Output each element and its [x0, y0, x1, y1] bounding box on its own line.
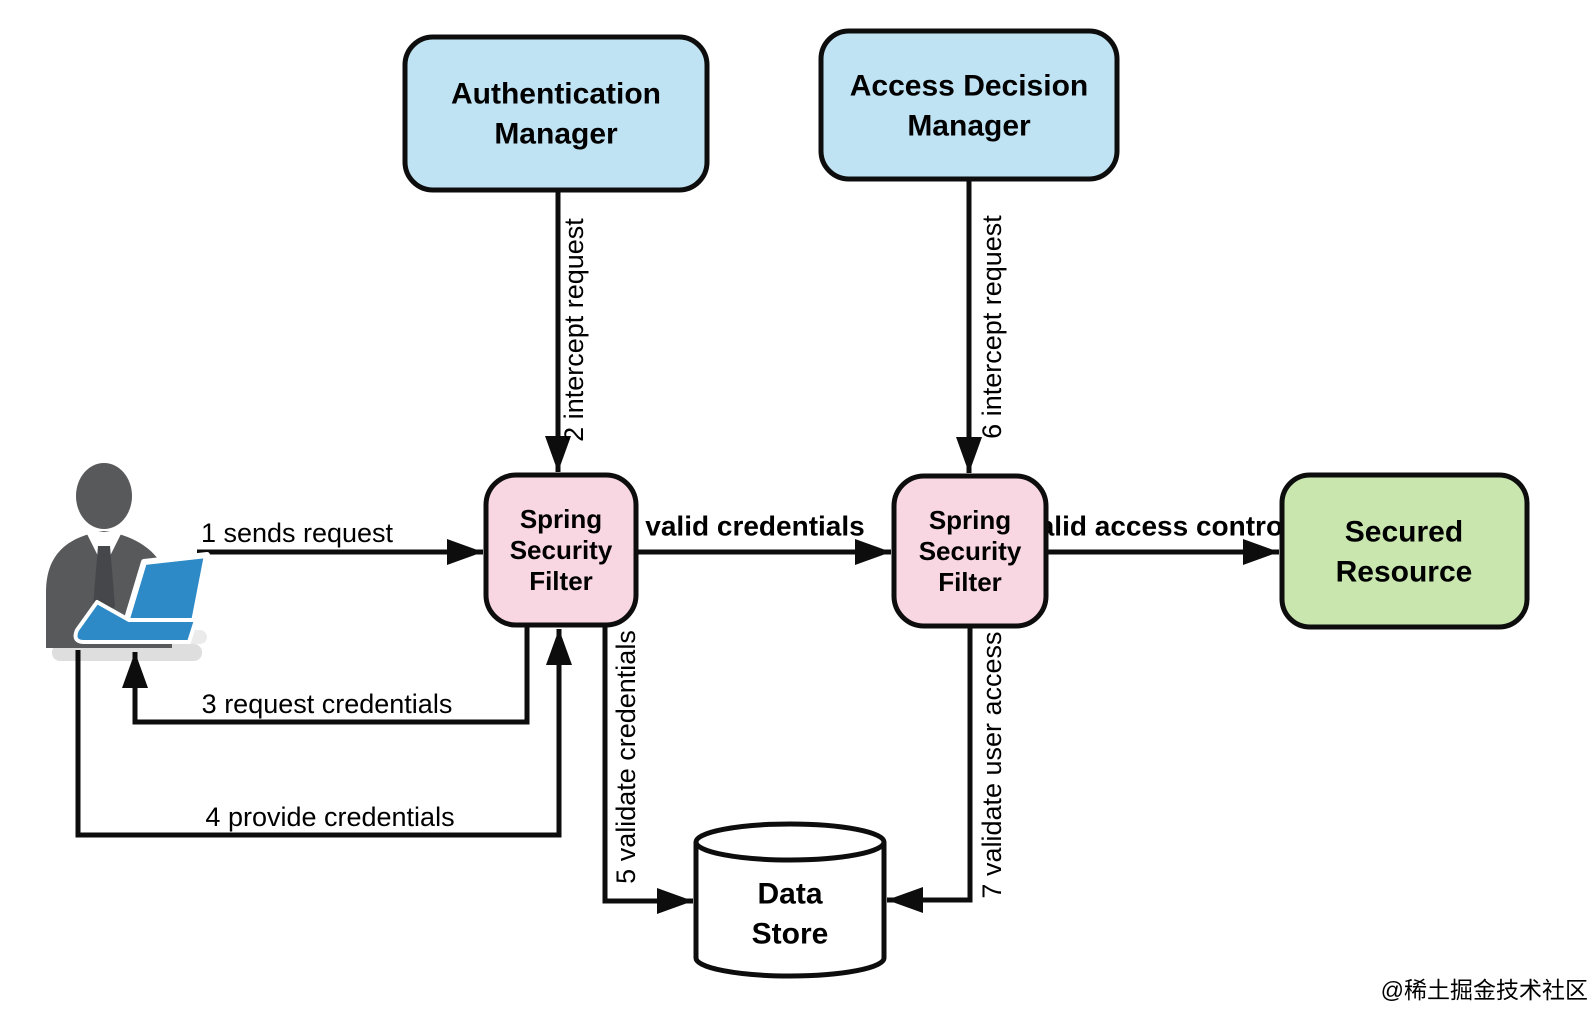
edge-request-credentials: [122, 626, 530, 725]
person-head: [76, 463, 132, 529]
node-spring-security-filter-2: Spring Security Filter: [891, 473, 1049, 629]
node-secured-resource: Secured Resource: [1279, 472, 1530, 630]
edge-label-request-credentials: 3 request credentials: [202, 689, 453, 719]
access-decision-manager-box: [818, 28, 1120, 182]
edge-validate-user-access: [887, 626, 973, 913]
secured-resource-label: Resource: [1336, 556, 1473, 589]
watermark: @稀土掘金技术社区: [1381, 977, 1588, 1003]
edge-provide-credentials: [75, 629, 572, 838]
spring-security-filter-1-label: Security: [510, 535, 613, 565]
user-reflection: [52, 644, 202, 661]
spring-security-filter-2-label: Security: [919, 536, 1022, 566]
edge-label-provide-credentials: 4 provide credentials: [205, 802, 454, 832]
node-authentication-manager: Authentication Manager: [402, 34, 710, 193]
spring-security-filter-2-label: Spring: [929, 505, 1011, 535]
edge-label-validate-credentials: 5 validate credentials: [611, 630, 641, 884]
laptop-base: [73, 600, 198, 644]
edge-label-intercept-request-auth: 2 intercept request: [559, 218, 589, 442]
edge-labels: 1 sends request 2 intercept request vali…: [201, 215, 1291, 899]
data-store-cylinder-lid: [693, 841, 887, 863]
node-data-store: Data Store: [693, 821, 887, 979]
access-decision-manager-label: Manager: [907, 110, 1031, 143]
edges: [75, 179, 1279, 914]
spring-security-filter-2-label: Filter: [938, 567, 1002, 597]
access-decision-manager-label: Access Decision: [850, 70, 1088, 103]
spring-security-filter-1-label: Spring: [520, 504, 602, 534]
spring-security-filter-2-box: [891, 473, 1049, 629]
spring-security-filter-1-box: [483, 472, 639, 628]
node-access-decision-manager: Access Decision Manager: [818, 28, 1120, 182]
authentication-manager-label: Authentication: [451, 78, 661, 111]
node-spring-security-filter-1: Spring Security Filter: [483, 472, 639, 628]
edge-label-sends-request: 1 sends request: [201, 518, 394, 548]
edge-validate-credentials: [602, 625, 693, 914]
edge-label-validate-user-access: 7 validate user access: [977, 631, 1007, 898]
edge-label-valid-access-control: valid access control: [1023, 511, 1291, 542]
spring-security-filter-1-label: Filter: [529, 566, 593, 596]
user-icon: [46, 463, 210, 661]
data-store-label: Data: [757, 878, 822, 911]
secured-resource-box: [1279, 472, 1530, 630]
secured-resource-label: Secured: [1345, 516, 1463, 549]
edge-label-valid-credentials: valid credentials: [645, 511, 864, 542]
edge-label-intercept-request-access: 6 intercept request: [977, 215, 1007, 439]
authentication-manager-box: [402, 34, 710, 193]
authentication-manager-label: Manager: [494, 118, 618, 151]
data-store-cylinder: [693, 821, 887, 979]
data-store-label: Store: [752, 918, 829, 951]
